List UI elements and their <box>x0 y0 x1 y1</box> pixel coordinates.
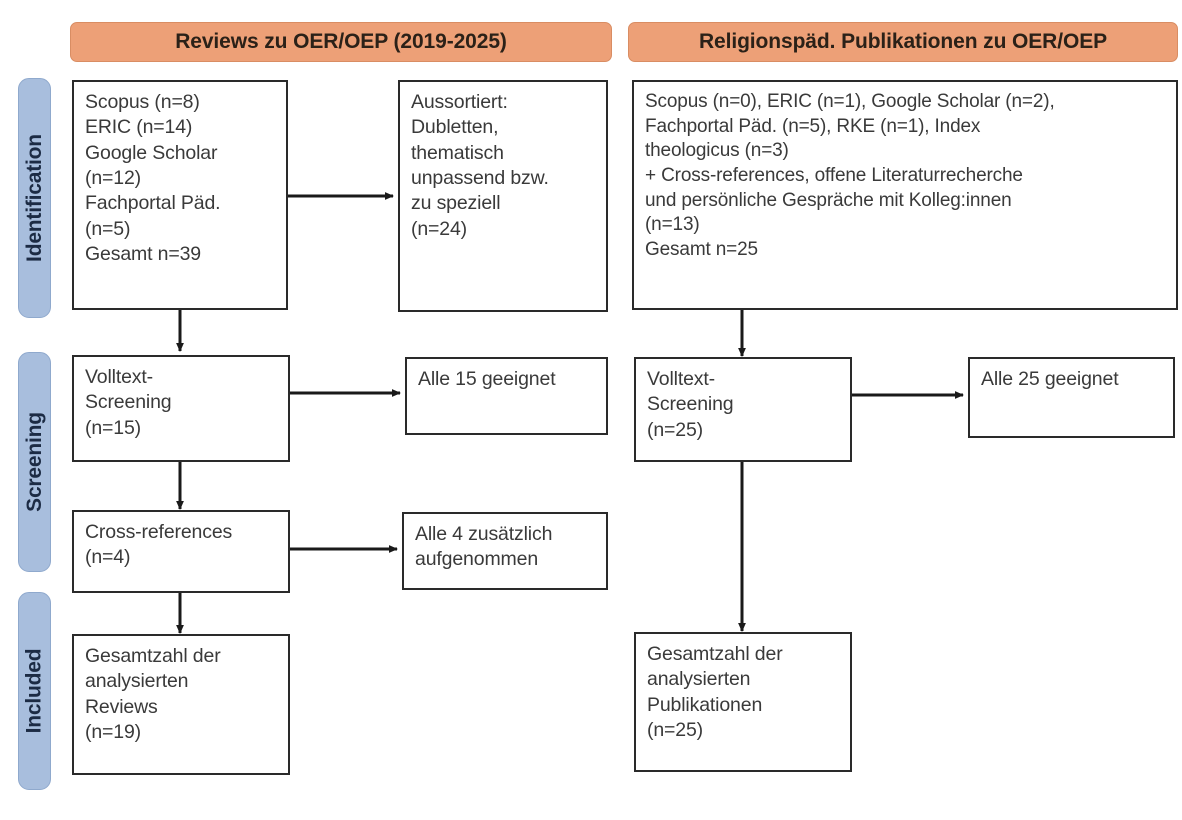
node-left-screening-result: Alle 15 geeignet <box>405 357 608 435</box>
stage-pill-identification-label: Identification <box>22 134 46 262</box>
node-left-included-total: Gesamtzahl der analysierten Reviews (n=1… <box>72 634 290 775</box>
node-line: aufgenommen <box>415 548 539 571</box>
node-line: (n=24) <box>411 217 468 240</box>
node-line: Alle 25 geeignet <box>981 368 1119 390</box>
node-line: unpassend bzw. <box>411 167 549 190</box>
node-line: + Cross-references, offene Literaturrech… <box>645 165 1023 187</box>
node-line: Gesamt n=39 <box>85 243 201 266</box>
node-right-identification-sources: Scopus (n=0), ERIC (n=1), Google Scholar… <box>632 80 1178 310</box>
node-line: Gesamtzahl der <box>647 643 783 665</box>
stage-pill-identification: Identification <box>18 78 51 318</box>
node-line: Aussortiert: <box>411 91 508 113</box>
node-line: Publikationen <box>647 693 763 716</box>
node-line: (n=12) <box>85 167 142 190</box>
node-line: (n=15) <box>85 416 142 439</box>
node-left-excluded: Aussortiert: Dubletten, thematisch unpas… <box>398 80 608 312</box>
stage-pill-included-label: Included <box>22 648 46 734</box>
node-left-crossrefs: Cross-references (n=4) <box>72 510 290 593</box>
node-line: und persönliche Gespräche mit Kolleg:inn… <box>645 189 1012 211</box>
node-line: Alle 15 geeignet <box>418 368 556 390</box>
node-line: Scopus (n=0), ERIC (n=1), Google Scholar… <box>645 91 1055 112</box>
node-line: Cross-references <box>85 521 233 543</box>
node-line: Scopus (n=8) <box>85 91 200 113</box>
node-line: Screening <box>85 391 172 414</box>
node-line: theologicus (n=3) <box>645 140 789 162</box>
stage-pill-screening-label: Screening <box>22 412 46 512</box>
column-header-religionspaed: Religionspäd. Publikationen zu OER/OEP <box>628 22 1178 62</box>
node-line: analysierten <box>85 670 189 693</box>
node-line: Google Scholar <box>85 141 218 164</box>
node-line: (n=13) <box>645 214 700 236</box>
node-line: (n=5) <box>85 217 131 240</box>
node-line: ERIC (n=14) <box>85 116 193 139</box>
node-line: Reviews <box>85 695 158 718</box>
node-line: (n=25) <box>647 719 704 742</box>
node-line: Fachportal Päd. <box>85 192 221 215</box>
node-line: Volltext- <box>85 366 154 388</box>
node-line: thematisch <box>411 141 504 164</box>
node-line: (n=25) <box>647 418 704 441</box>
node-line: (n=4) <box>85 546 131 569</box>
node-right-included-total: Gesamtzahl der analysierten Publikatione… <box>634 632 852 772</box>
node-line: Fachportal Päd. (n=5), RKE (n=1), Index <box>645 115 981 137</box>
column-header-reviews-label: Reviews zu OER/OEP (2019-2025) <box>175 30 507 54</box>
node-left-crossrefs-result: Alle 4 zusätzlich aufgenommen <box>402 512 608 590</box>
column-header-religionspaed-label: Religionspäd. Publikationen zu OER/OEP <box>698 30 1108 54</box>
node-right-fulltext-screening: Volltext- Screening (n=25) <box>634 357 852 462</box>
node-line: Gesamtzahl der <box>85 645 221 667</box>
node-left-fulltext-screening: Volltext- Screening (n=15) <box>72 355 290 462</box>
node-line: Alle 4 zusätzlich <box>415 523 553 545</box>
node-line: zu speziell <box>411 192 501 215</box>
node-line: (n=19) <box>85 721 142 744</box>
node-line: Dubletten, <box>411 116 499 139</box>
node-line: Screening <box>647 393 734 416</box>
node-line: analysierten <box>647 668 751 691</box>
node-line: Gesamt n=25 <box>645 239 758 261</box>
column-header-reviews: Reviews zu OER/OEP (2019-2025) <box>70 22 612 62</box>
stage-pill-included: Included <box>18 592 51 790</box>
node-right-screening-result: Alle 25 geeignet <box>968 357 1175 438</box>
node-left-identification-sources: Scopus (n=8) ERIC (n=14) Google Scholar … <box>72 80 288 310</box>
node-line: Volltext- <box>647 368 716 390</box>
stage-pill-screening: Screening <box>18 352 51 572</box>
